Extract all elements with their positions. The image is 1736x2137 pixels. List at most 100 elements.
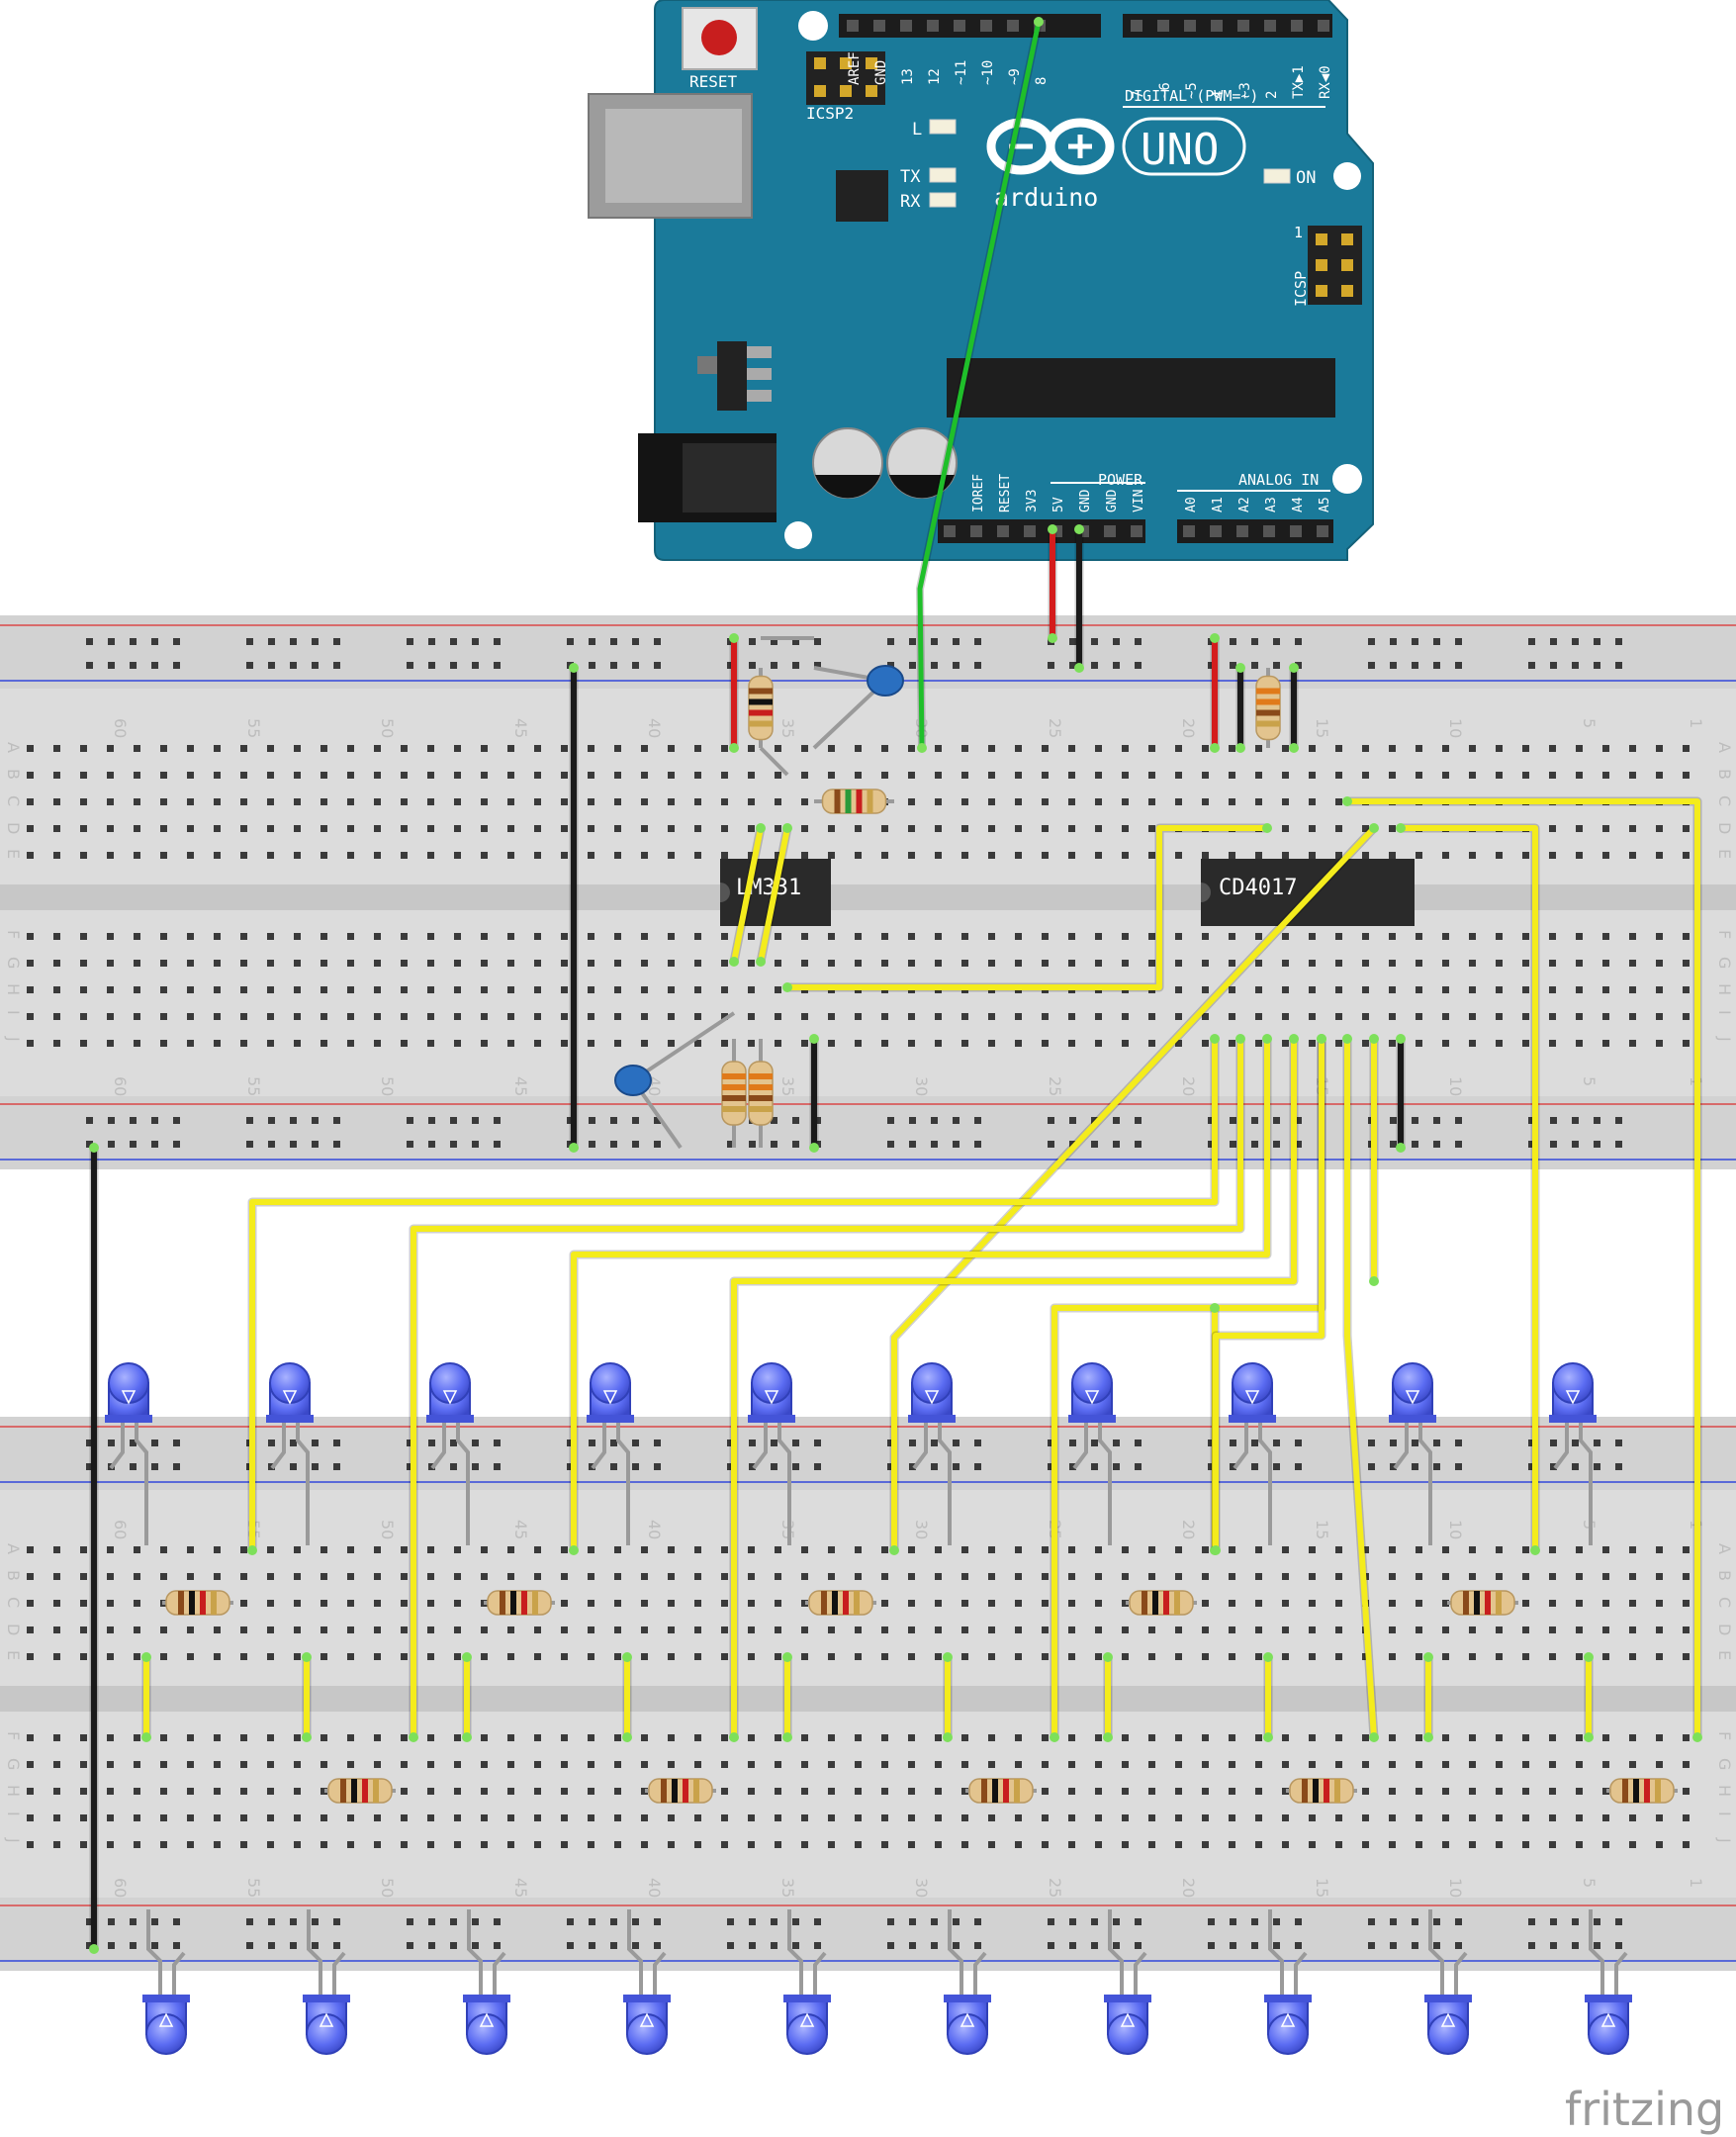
power-pin-label: GND xyxy=(1078,489,1093,512)
terminal-hole xyxy=(1255,1546,1262,1553)
terminal-hole xyxy=(80,745,87,752)
terminal-hole xyxy=(1442,933,1449,940)
terminal-hole xyxy=(1683,1653,1690,1660)
column-number: 20 xyxy=(1179,718,1198,738)
terminal-hole xyxy=(561,1600,568,1607)
terminal-hole xyxy=(1095,933,1102,940)
terminal-hole xyxy=(775,1600,781,1607)
terminal-hole xyxy=(908,1653,915,1660)
terminal-hole xyxy=(1602,960,1609,967)
wire-yellow-cross xyxy=(731,825,764,965)
terminal-hole xyxy=(801,1841,808,1848)
terminal-hole xyxy=(588,1626,594,1633)
terminal-hole xyxy=(1362,1653,1369,1660)
rail-hole xyxy=(1135,1918,1142,1925)
terminal-hole xyxy=(454,772,461,779)
terminal-hole xyxy=(1335,1626,1342,1633)
led-leg xyxy=(948,1909,963,1998)
terminal-hole xyxy=(1095,1626,1102,1633)
terminal-hole xyxy=(1309,772,1316,779)
rail-hole xyxy=(450,1141,457,1148)
terminal-hole xyxy=(775,1841,781,1848)
terminal-hole xyxy=(988,798,995,805)
terminal-hole xyxy=(988,1653,995,1660)
led-leg xyxy=(813,1951,827,1998)
rail-hole xyxy=(1594,662,1600,669)
rail-hole xyxy=(1251,662,1258,669)
terminal-hole xyxy=(721,986,728,993)
terminal-hole xyxy=(1683,1734,1690,1741)
terminal-hole xyxy=(1416,1761,1422,1768)
led-dome xyxy=(1427,2013,1469,2055)
icsp-label: ICSP xyxy=(1292,271,1310,307)
rail-hole xyxy=(268,1141,275,1148)
terminal-hole xyxy=(1068,1814,1075,1821)
terminal-hole xyxy=(187,1734,194,1741)
terminal-hole xyxy=(588,745,594,752)
terminal-hole xyxy=(267,798,274,805)
rail-hole xyxy=(953,1440,959,1446)
terminal-hole xyxy=(1229,1761,1235,1768)
wire-end xyxy=(1103,1732,1113,1742)
terminal-hole xyxy=(1122,1013,1129,1020)
rail-hole xyxy=(953,1918,959,1925)
resistor-band xyxy=(340,1779,346,1803)
terminal-hole xyxy=(801,825,808,832)
terminal-hole xyxy=(481,1546,488,1553)
led-mark xyxy=(442,1390,458,1405)
rail-hole xyxy=(1208,1463,1215,1470)
rail-hole xyxy=(1208,662,1215,669)
wire-end xyxy=(943,1732,953,1742)
terminal-hole xyxy=(27,1841,34,1848)
terminal-hole xyxy=(1602,1841,1609,1848)
terminal-hole xyxy=(27,772,34,779)
resistor-band xyxy=(843,1591,849,1615)
terminal-hole xyxy=(27,825,34,832)
led-blue-bottom xyxy=(142,1909,190,2055)
rail-hole xyxy=(1412,1918,1418,1925)
terminal-hole xyxy=(801,852,808,859)
terminal-hole xyxy=(1389,1841,1396,1848)
terminal-hole xyxy=(561,986,568,993)
terminal-hole xyxy=(1549,933,1556,940)
terminal-hole xyxy=(1175,772,1182,779)
terminal-hole xyxy=(427,1546,434,1553)
terminal-hole xyxy=(240,1653,247,1660)
terminal-hole xyxy=(614,1761,621,1768)
rail-hole xyxy=(749,1440,756,1446)
terminal-hole xyxy=(294,1040,301,1047)
rail-hole xyxy=(1113,1942,1120,1949)
terminal-hole xyxy=(481,1013,488,1020)
rail-hole xyxy=(1208,1141,1215,1148)
terminal-hole xyxy=(855,1626,862,1633)
terminal-hole xyxy=(1522,852,1529,859)
rail-hole xyxy=(1615,1117,1622,1124)
rail-hole xyxy=(1251,1117,1258,1124)
terminal-hole xyxy=(1202,933,1209,940)
terminal-hole xyxy=(1683,960,1690,967)
terminal-hole xyxy=(1416,1013,1422,1020)
terminal-hole xyxy=(988,1546,995,1553)
terminal-hole xyxy=(801,1013,808,1020)
terminal-hole xyxy=(454,960,461,967)
terminal-hole xyxy=(160,1734,167,1741)
wire-end xyxy=(409,1732,418,1742)
terminal-hole xyxy=(775,1546,781,1553)
rail-hole xyxy=(814,1463,821,1470)
terminal-hole xyxy=(401,772,408,779)
led-leg xyxy=(653,1951,667,1998)
terminal-hole xyxy=(935,745,942,752)
header-pin xyxy=(1184,20,1196,32)
rail-hole xyxy=(86,1942,93,1949)
led-mark xyxy=(282,1390,298,1405)
terminal-hole xyxy=(160,1626,167,1633)
terminal-hole xyxy=(507,1013,514,1020)
top-pin-label: 7 xyxy=(1131,91,1146,99)
power-label: POWER xyxy=(1098,471,1143,489)
terminal-hole xyxy=(1522,933,1529,940)
rail-hole xyxy=(1390,638,1397,645)
resistor-body xyxy=(1255,675,1281,741)
terminal-hole xyxy=(267,1653,274,1660)
terminal-hole xyxy=(507,745,514,752)
terminal-hole xyxy=(1683,1013,1690,1020)
